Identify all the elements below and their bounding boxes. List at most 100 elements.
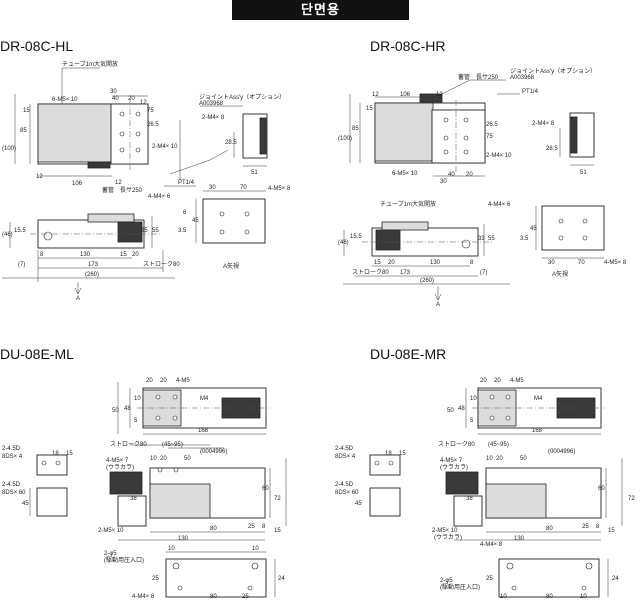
- drawing-line: [581, 585, 587, 591]
- model-title-dr-08c-hl: DR-08C-HL: [0, 38, 74, 54]
- ml-dim: 10: [134, 396, 141, 402]
- mr-label-phi5: 2-φ5: [440, 578, 453, 584]
- hr-label-m4x6: 4-M4× 6: [488, 202, 511, 208]
- hl-hole: [119, 147, 125, 153]
- ml-label-phi5-note: (駆動用圧入口): [104, 556, 144, 564]
- ml-dim: 25: [152, 576, 159, 582]
- drawing-line: [388, 460, 394, 466]
- hl-hole: [135, 147, 141, 153]
- drawing-line: [369, 487, 401, 517]
- hl-dim: 40: [112, 96, 119, 102]
- hl-label-stroke: ストローク80: [143, 261, 180, 268]
- hr-dim: 15: [374, 260, 381, 266]
- ml-dim: 20: [160, 456, 167, 462]
- ml-label-d45-bottom: 2-4.5D: [2, 482, 21, 488]
- hl-dim: 15.5: [14, 228, 26, 234]
- mr-label-m4: M4: [534, 396, 543, 402]
- hl-hole: [135, 131, 141, 137]
- hr-label-stroke: ストローク80: [352, 269, 389, 276]
- drawing-line: [247, 585, 253, 591]
- mr-label-m5x7: 4-M5× 7: [440, 458, 463, 464]
- hl-label-m5x10: 6-M5× 10: [52, 97, 78, 103]
- drawing-line: [172, 394, 178, 400]
- ml-label-ds4: 8DS× 4: [2, 454, 23, 460]
- hl-dim: 20: [132, 252, 139, 258]
- hl-dim: 85: [20, 128, 27, 134]
- hr-dim: 20: [466, 172, 473, 178]
- drawing-line: [369, 454, 401, 476]
- ml-label-m5x7: 4-M5× 7: [106, 458, 129, 464]
- mr-label-stroke-range: (45~95): [488, 442, 509, 448]
- drawing-line: [511, 585, 517, 591]
- drawing-dr-08c-hl: [2, 67, 268, 295]
- ml-dim: 18: [52, 451, 59, 457]
- hl-dim: 12: [140, 100, 147, 106]
- drawing-line: [489, 394, 495, 400]
- drawing-line: [374, 460, 380, 466]
- hr-label-m4x10: 2-M4× 10: [486, 153, 512, 159]
- hr-dim: (46): [338, 240, 349, 246]
- hl-dim: 45: [192, 218, 199, 224]
- mr-dim: 15: [608, 528, 615, 534]
- hr-label-a-mark: A: [436, 302, 440, 308]
- drawing-line: [251, 562, 259, 570]
- hl-dim: 51: [251, 170, 258, 176]
- ml-dim: 168: [198, 428, 209, 434]
- drawing-line: [453, 495, 483, 527]
- drawing-line: [463, 135, 469, 141]
- drawing-line: [172, 415, 178, 421]
- hl-hole: [119, 111, 125, 117]
- ml-dim: 80: [210, 526, 217, 532]
- drawing-line: [219, 211, 225, 217]
- drawing-line: [585, 562, 593, 570]
- hr-dim: 20: [388, 260, 395, 266]
- hl-label-m4x8: 2-M4× 8: [202, 115, 225, 121]
- drawing-line: [461, 239, 471, 249]
- hr-dim: 3.5: [520, 236, 529, 242]
- hr-dim: 85: [352, 126, 359, 132]
- mr-dim: 24: [612, 576, 619, 582]
- hr-dim: (100): [338, 136, 352, 142]
- ml-dim: 10: [252, 546, 259, 552]
- mr-label-part-no: (0004996): [548, 449, 575, 455]
- drawing-line: [155, 394, 161, 400]
- hl-dim: (260): [85, 272, 99, 278]
- hr-dim: 15.5: [350, 234, 362, 240]
- hl-dim: 15: [120, 252, 127, 258]
- hr-dim: 28.5: [546, 146, 558, 152]
- ml-dim: 25: [242, 594, 249, 600]
- mr-dim: 25: [486, 576, 493, 582]
- hl-dim: 15: [23, 108, 30, 114]
- drawing-line: [434, 286, 442, 301]
- hr-dim: 106: [400, 92, 411, 98]
- section-banner: 단면용: [232, 0, 409, 20]
- hl-label-a-mark: A: [76, 296, 80, 302]
- hr-dim: (7): [480, 270, 487, 276]
- hr-dim: 51: [580, 170, 587, 176]
- mr-label-ds4: 8DS× 4: [335, 454, 356, 460]
- drawing-line: [582, 218, 588, 224]
- drawing-line: [169, 105, 243, 175]
- mr-label-kurakara-2: (ウラカラ): [434, 533, 462, 541]
- hr-dim: 8: [470, 260, 474, 266]
- drawing-line: [431, 109, 486, 164]
- hl-dim: 20: [128, 96, 135, 102]
- drawing-line: [109, 471, 143, 495]
- hr-dim: 40: [448, 172, 455, 178]
- drawing-line: [244, 211, 250, 217]
- drawing-line: [117, 221, 143, 243]
- drawing-line: [582, 235, 588, 241]
- mr-dim: 10: [470, 396, 477, 402]
- hl-dim: 26.5: [147, 122, 159, 128]
- drawing-dr-08c-hr: [343, 79, 605, 301]
- hl-label-hose: 蓄管 長サ250: [102, 186, 143, 194]
- ml-dim: 50: [112, 408, 119, 414]
- mr-dim: 80: [546, 526, 553, 532]
- ml-dim: 38: [130, 496, 137, 502]
- hl-top-actuator: [37, 103, 113, 163]
- drawing-line: [505, 415, 511, 421]
- drawing-line: [375, 229, 401, 251]
- hr-labels: ジョイントAss'y（オプション） A003968 蓄管 長サ250 PT1/4…: [338, 68, 627, 308]
- ml-label-m4: M4: [200, 396, 209, 402]
- hl-dim: 28.5: [225, 140, 237, 146]
